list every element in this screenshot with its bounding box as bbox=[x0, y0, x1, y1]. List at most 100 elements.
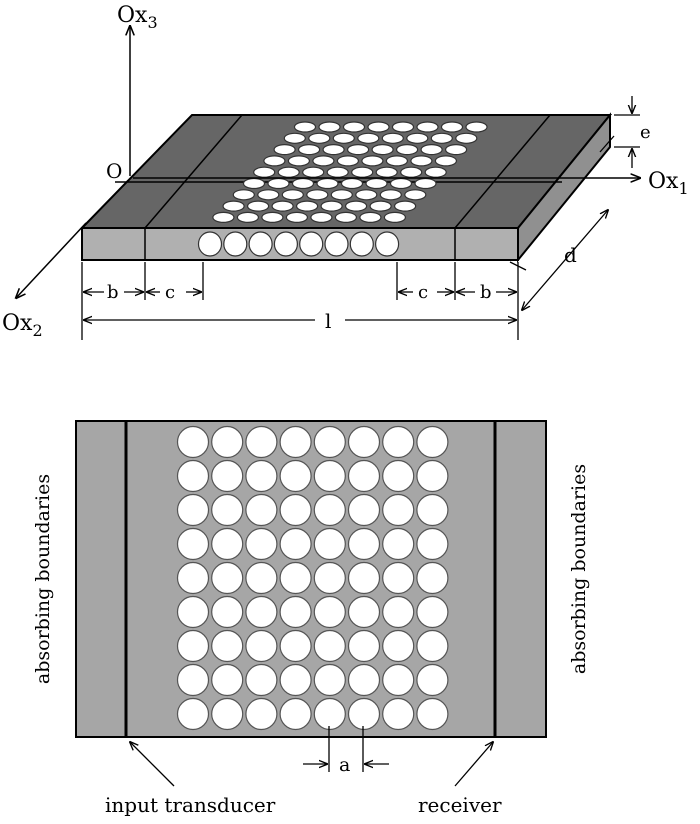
top-hole bbox=[291, 177, 315, 190]
top-hole bbox=[434, 155, 457, 167]
plan-hole bbox=[279, 629, 312, 663]
top-hole bbox=[247, 200, 270, 212]
side-hole bbox=[248, 231, 273, 257]
top-hole bbox=[298, 144, 321, 156]
side-hole bbox=[223, 231, 248, 257]
top-hole bbox=[410, 155, 433, 167]
top-hole bbox=[257, 189, 280, 201]
axis-x2-label: Ox2 bbox=[2, 311, 43, 340]
plan-hole bbox=[416, 527, 449, 561]
top-hole bbox=[381, 132, 404, 144]
top-hole bbox=[222, 200, 245, 212]
top-hole bbox=[367, 121, 390, 133]
top-hole bbox=[261, 211, 284, 223]
top-hole bbox=[281, 189, 304, 201]
top-hole bbox=[340, 177, 364, 190]
plan-hole bbox=[347, 561, 381, 595]
lattice-dimension bbox=[303, 726, 389, 772]
plan-hole bbox=[176, 697, 210, 731]
plan-hole bbox=[211, 697, 244, 731]
top-hole bbox=[320, 200, 343, 212]
top-hole bbox=[296, 200, 319, 212]
plan-hole bbox=[382, 663, 415, 697]
plate-3d-view: Ox3 Ox1 Ox2 O e d bbox=[2, 3, 689, 340]
plan-hole bbox=[245, 425, 278, 459]
top-hole bbox=[369, 200, 392, 212]
dim-l-label: l bbox=[325, 309, 331, 333]
top-hole bbox=[271, 200, 294, 212]
top-hole bbox=[345, 200, 368, 212]
plan-hole bbox=[176, 425, 210, 459]
plate-plan-view: absorbing boundaries absorbing boundarie… bbox=[32, 420, 590, 817]
plan-hole bbox=[347, 459, 381, 493]
plan-hole bbox=[347, 527, 381, 561]
axis-x2-line bbox=[16, 222, 87, 298]
plan-hole bbox=[382, 629, 415, 663]
top-hole bbox=[414, 177, 437, 190]
top-hole bbox=[420, 144, 443, 156]
plan-hole bbox=[382, 459, 415, 493]
top-hole bbox=[416, 121, 439, 133]
plan-hole bbox=[279, 561, 312, 595]
top-hole bbox=[342, 121, 366, 133]
top-hole bbox=[318, 121, 341, 133]
top-hole bbox=[306, 189, 329, 201]
plan-hole bbox=[279, 527, 312, 561]
plan-hole bbox=[313, 561, 346, 595]
top-hole bbox=[232, 189, 255, 201]
plan-hole bbox=[211, 663, 244, 697]
plan-hole bbox=[211, 629, 244, 663]
plan-hole bbox=[176, 663, 210, 697]
plan-hole bbox=[279, 663, 312, 697]
dim-a-label: a bbox=[339, 754, 350, 776]
top-hole bbox=[253, 166, 276, 178]
top-hole bbox=[242, 177, 266, 190]
plan-hole bbox=[279, 493, 312, 527]
top-hole bbox=[310, 211, 333, 223]
top-hole bbox=[308, 132, 331, 144]
top-hole bbox=[379, 189, 402, 201]
plan-hole bbox=[313, 697, 346, 731]
plan-hole bbox=[279, 697, 312, 731]
top-hole bbox=[404, 189, 427, 201]
plan-hole bbox=[211, 595, 244, 629]
top-hole bbox=[430, 132, 453, 144]
top-hole bbox=[440, 121, 464, 133]
plan-hole bbox=[245, 561, 278, 595]
plan-hole bbox=[279, 425, 312, 459]
top-hole bbox=[287, 155, 310, 167]
plan-hole bbox=[416, 697, 449, 731]
top-hole bbox=[312, 155, 335, 167]
top-hole bbox=[396, 144, 419, 156]
plan-hole bbox=[176, 493, 210, 527]
top-hole bbox=[322, 144, 345, 156]
plan-hole bbox=[211, 459, 244, 493]
length-dimensions bbox=[81, 262, 519, 340]
thickness-dimension bbox=[614, 96, 640, 168]
side-hole bbox=[324, 231, 349, 257]
plan-hole bbox=[211, 493, 244, 527]
top-hole bbox=[236, 211, 259, 223]
input-transducer-pointer bbox=[130, 742, 175, 787]
plan-hole bbox=[245, 595, 278, 629]
plan-hole bbox=[313, 595, 346, 629]
top-hole bbox=[383, 211, 406, 223]
plan-hole bbox=[347, 595, 381, 629]
top-hole bbox=[347, 144, 370, 156]
dim-b-left-label: b bbox=[107, 282, 119, 303]
plan-hole bbox=[279, 595, 312, 629]
dim-d-label: d bbox=[564, 243, 577, 267]
top-hole bbox=[332, 132, 355, 144]
top-hole bbox=[389, 177, 413, 190]
plan-hole bbox=[313, 629, 346, 663]
plan-hole bbox=[176, 561, 210, 595]
plan-hole bbox=[245, 527, 278, 561]
plan-hole bbox=[211, 527, 244, 561]
origin-label: O bbox=[106, 159, 122, 183]
plan-hole bbox=[211, 425, 244, 459]
plan-hole bbox=[313, 425, 346, 459]
side-hole bbox=[299, 231, 324, 257]
side-hole bbox=[273, 231, 298, 257]
side-hole bbox=[197, 231, 223, 257]
